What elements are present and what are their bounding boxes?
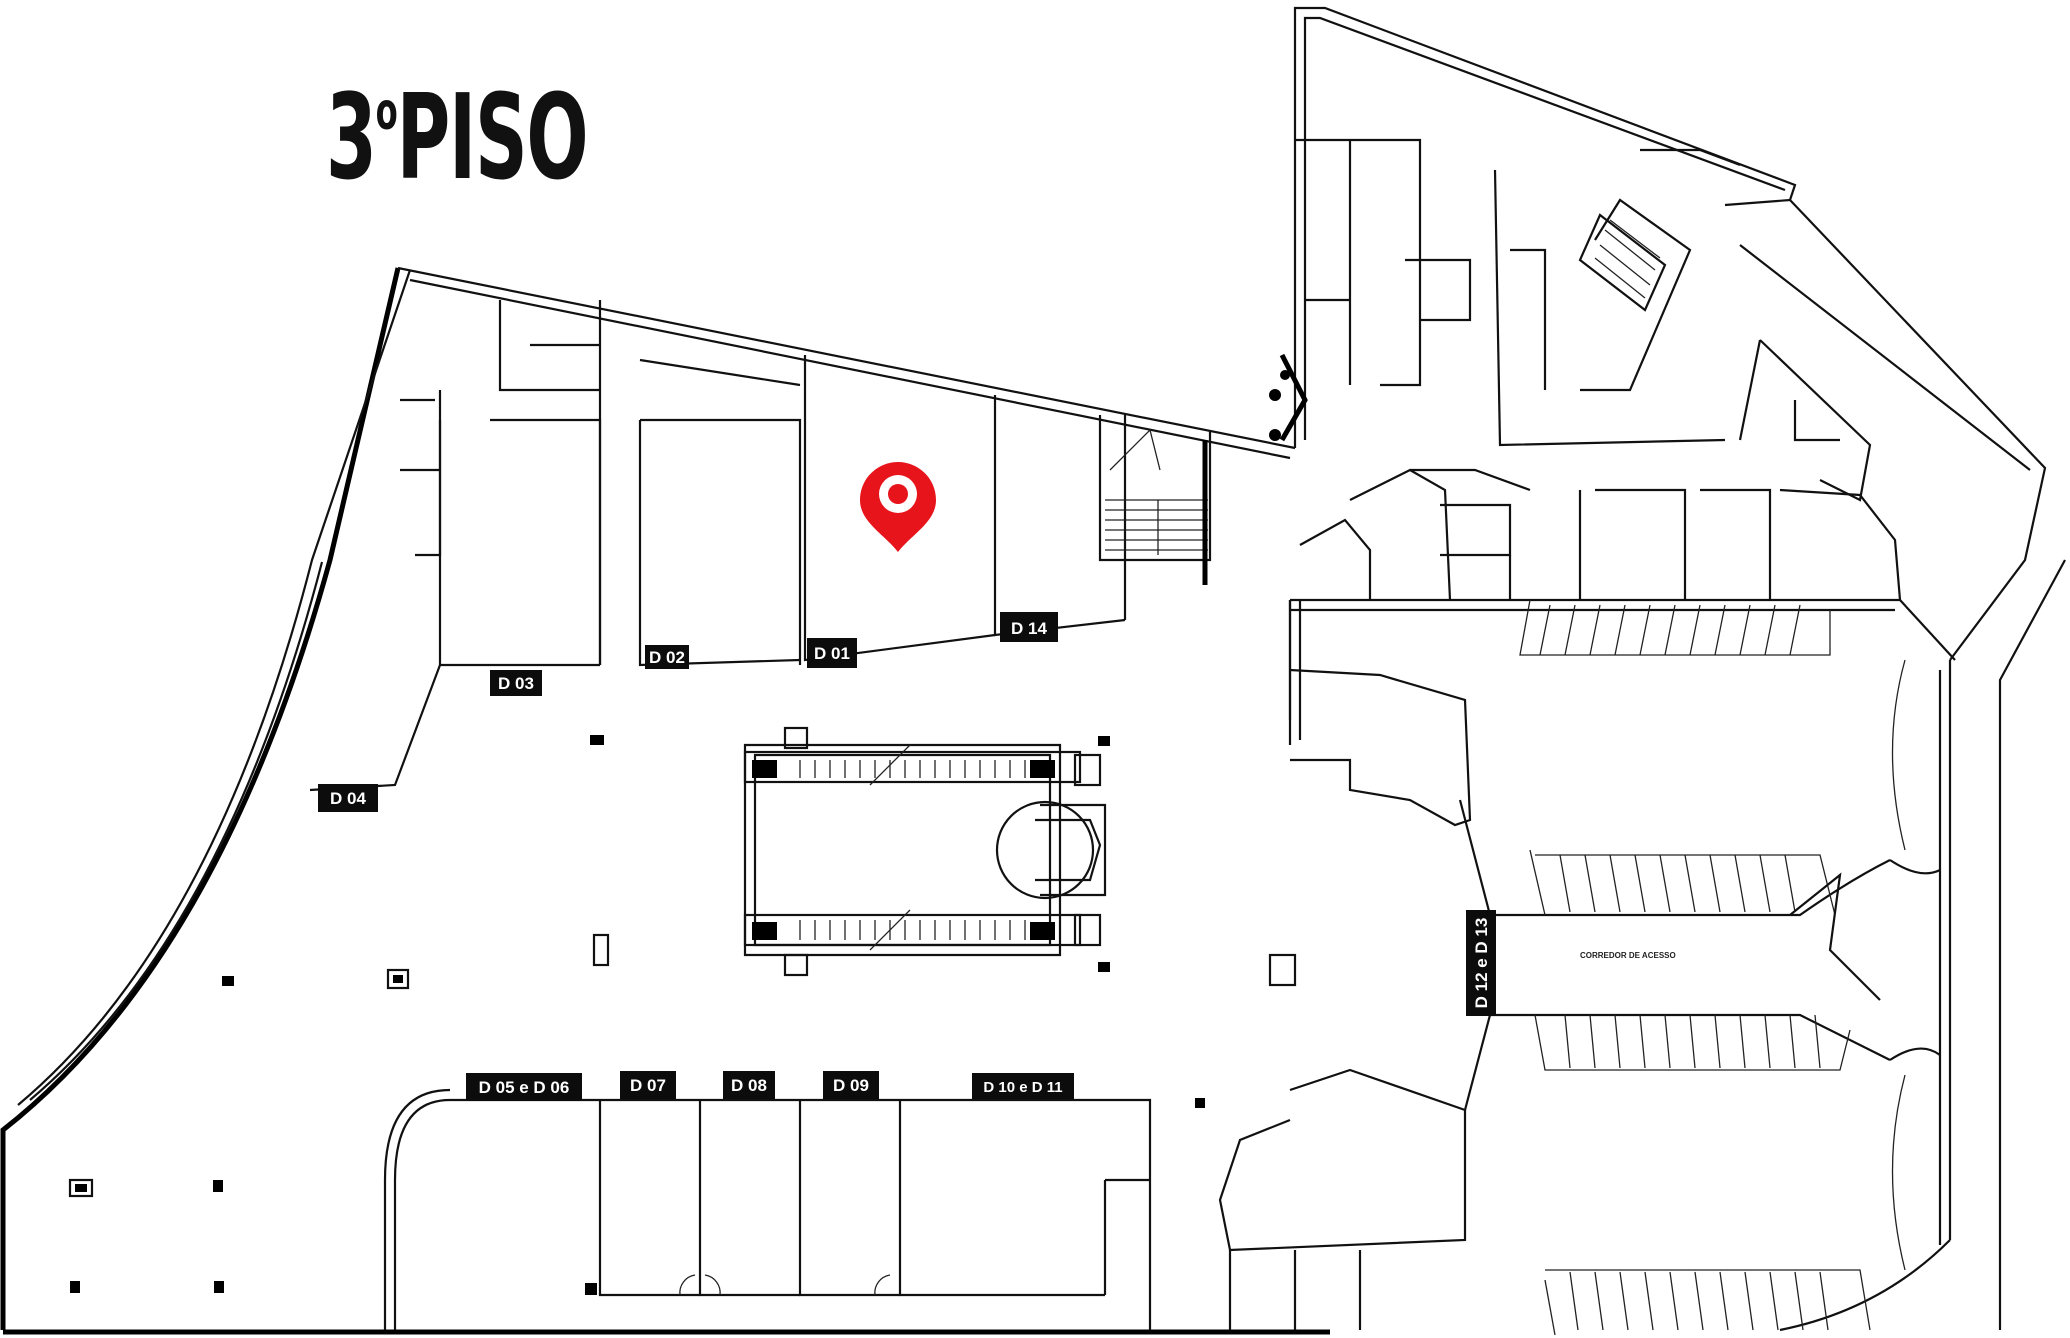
store-label-d07[interactable]: D 07 xyxy=(620,1071,676,1099)
store-label-text: D 03 xyxy=(498,674,534,693)
store-label-d01[interactable]: D 01 xyxy=(807,638,857,668)
store-label-d12-d13[interactable]: D 12 e D 13 xyxy=(1466,910,1496,1016)
store-label-text: D 08 xyxy=(731,1076,767,1095)
store-label-text: D 10 e D 11 xyxy=(983,1079,1062,1096)
store-label-text: D 01 xyxy=(814,644,850,663)
store-label-text: D 04 xyxy=(330,789,366,808)
east-block xyxy=(1218,138,1956,1336)
outer-walls xyxy=(0,6,2066,1335)
floor-title: 3oPISO xyxy=(326,78,589,196)
store-label-d04[interactable]: D 04 xyxy=(318,784,378,812)
store-label-d14[interactable]: D 14 xyxy=(1000,612,1058,642)
store-label-d02[interactable]: D 02 xyxy=(645,645,689,669)
store-label-text: D 09 xyxy=(833,1076,869,1095)
store-label-d08[interactable]: D 08 xyxy=(723,1071,775,1099)
columns xyxy=(68,735,1297,1295)
store-label-d05-d06[interactable]: D 05 e D 06 xyxy=(466,1073,582,1101)
location-pin-icon[interactable] xyxy=(860,462,936,552)
corridor-label: CORREDOR DE ACESSO xyxy=(1580,951,1676,960)
store-label-text: D 02 xyxy=(649,648,685,667)
store-label-text: D 07 xyxy=(630,1076,666,1095)
store-label-text: D 12 e D 13 xyxy=(1472,918,1491,1009)
floor-word: PISO xyxy=(396,68,589,206)
escalator-block xyxy=(743,726,1107,977)
south-stores xyxy=(383,1088,1152,1330)
store-label-text: D 14 xyxy=(1011,619,1047,638)
store-label-d03[interactable]: D 03 xyxy=(490,670,542,696)
floor-number: 3 xyxy=(326,68,377,206)
floor-ordinal: o xyxy=(375,82,398,142)
location-pin-dot xyxy=(888,484,908,504)
store-label-d10-d11[interactable]: D 10 e D 11 xyxy=(972,1073,1074,1099)
store-label-d09[interactable]: D 09 xyxy=(823,1071,879,1099)
west-store-d04 xyxy=(309,664,442,792)
north-stores xyxy=(400,300,1212,667)
store-label-text: D 05 e D 06 xyxy=(479,1078,570,1097)
